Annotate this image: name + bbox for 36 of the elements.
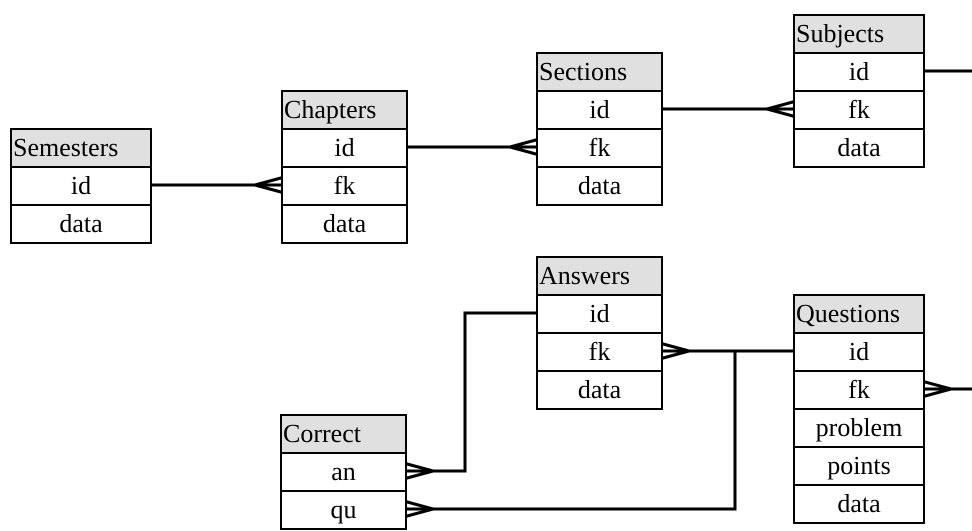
connector-line bbox=[923, 70, 972, 72]
table-title: Chapters bbox=[283, 92, 406, 128]
entity-table bbox=[10, 128, 152, 244]
field-name: qu bbox=[330, 495, 356, 524]
field-name: id bbox=[848, 337, 870, 366]
field-name: data bbox=[837, 133, 881, 162]
field-name: fk bbox=[848, 95, 870, 124]
entity-table bbox=[281, 90, 408, 244]
field-name: data bbox=[837, 489, 881, 518]
table-title: Answers bbox=[538, 258, 661, 294]
field-name: fk bbox=[334, 171, 356, 200]
field-name: points bbox=[827, 451, 891, 480]
field-name: fk bbox=[588, 337, 610, 366]
field-name: id bbox=[70, 171, 92, 200]
field-name: data bbox=[322, 209, 366, 238]
entity-table bbox=[793, 14, 925, 168]
field-name: id bbox=[334, 133, 355, 162]
field-name: id bbox=[848, 57, 870, 86]
field-name: id bbox=[589, 95, 610, 124]
table-title: Semesters bbox=[12, 130, 150, 166]
entity-table bbox=[280, 414, 407, 530]
field-name: fk bbox=[848, 375, 870, 404]
field-name: data bbox=[578, 375, 622, 404]
table-title: Subjects bbox=[795, 16, 923, 52]
entity-table bbox=[793, 294, 925, 524]
field-name: problem bbox=[816, 413, 902, 442]
field-name: data bbox=[59, 209, 103, 238]
table-title: Questions bbox=[795, 296, 923, 332]
field-name: id bbox=[589, 299, 610, 328]
table-title: Sections bbox=[538, 54, 661, 90]
entity-table bbox=[536, 52, 663, 206]
table-title: Correct bbox=[282, 416, 405, 452]
field-name: fk bbox=[588, 133, 610, 162]
field-name: data bbox=[578, 171, 622, 200]
field-name: an bbox=[331, 457, 356, 486]
entity-table bbox=[536, 256, 663, 410]
